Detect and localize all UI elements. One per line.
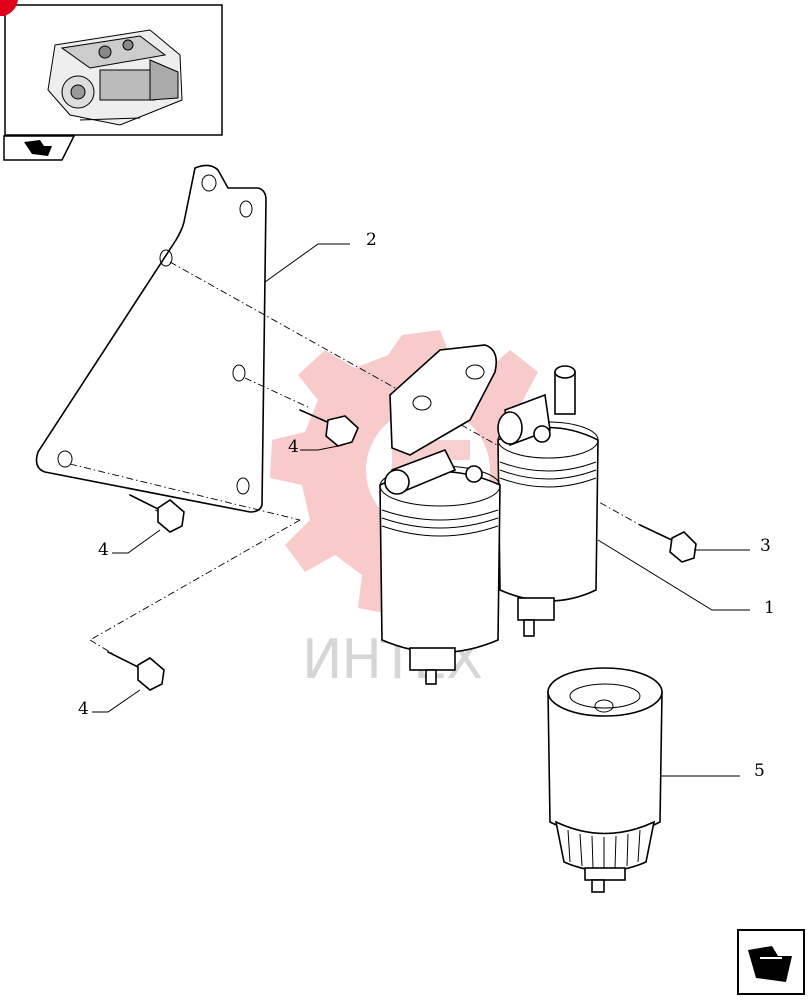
callout-5: 5 [754,761,765,781]
callout-4-lower: 4 [78,699,89,719]
callout-3: 3 [760,536,771,556]
callout-1: 1 [764,598,775,618]
engine-thumbnail[interactable] [4,4,223,136]
part-4-bolt-lower [107,651,165,691]
callout-4-middle: 4 [98,540,109,560]
callout-2: 2 [366,230,377,250]
part-5-filter-cartridge [547,667,663,893]
part-4-bolt-upper [299,409,359,447]
next-page-arrow-icon[interactable] [737,929,805,995]
callout-4-upper: 4 [288,437,299,457]
part-3-bolt [639,524,697,563]
leader-lines [92,243,750,777]
book-arrow-icon[interactable] [3,135,76,161]
part-4-bolt-middle [129,494,185,533]
corner-badge-icon [0,0,18,16]
part-1-filter-assembly [379,344,599,685]
part-2-bracket-plate [35,164,267,513]
callout-labels: 2 1 3 4 4 4 5 [78,230,775,781]
